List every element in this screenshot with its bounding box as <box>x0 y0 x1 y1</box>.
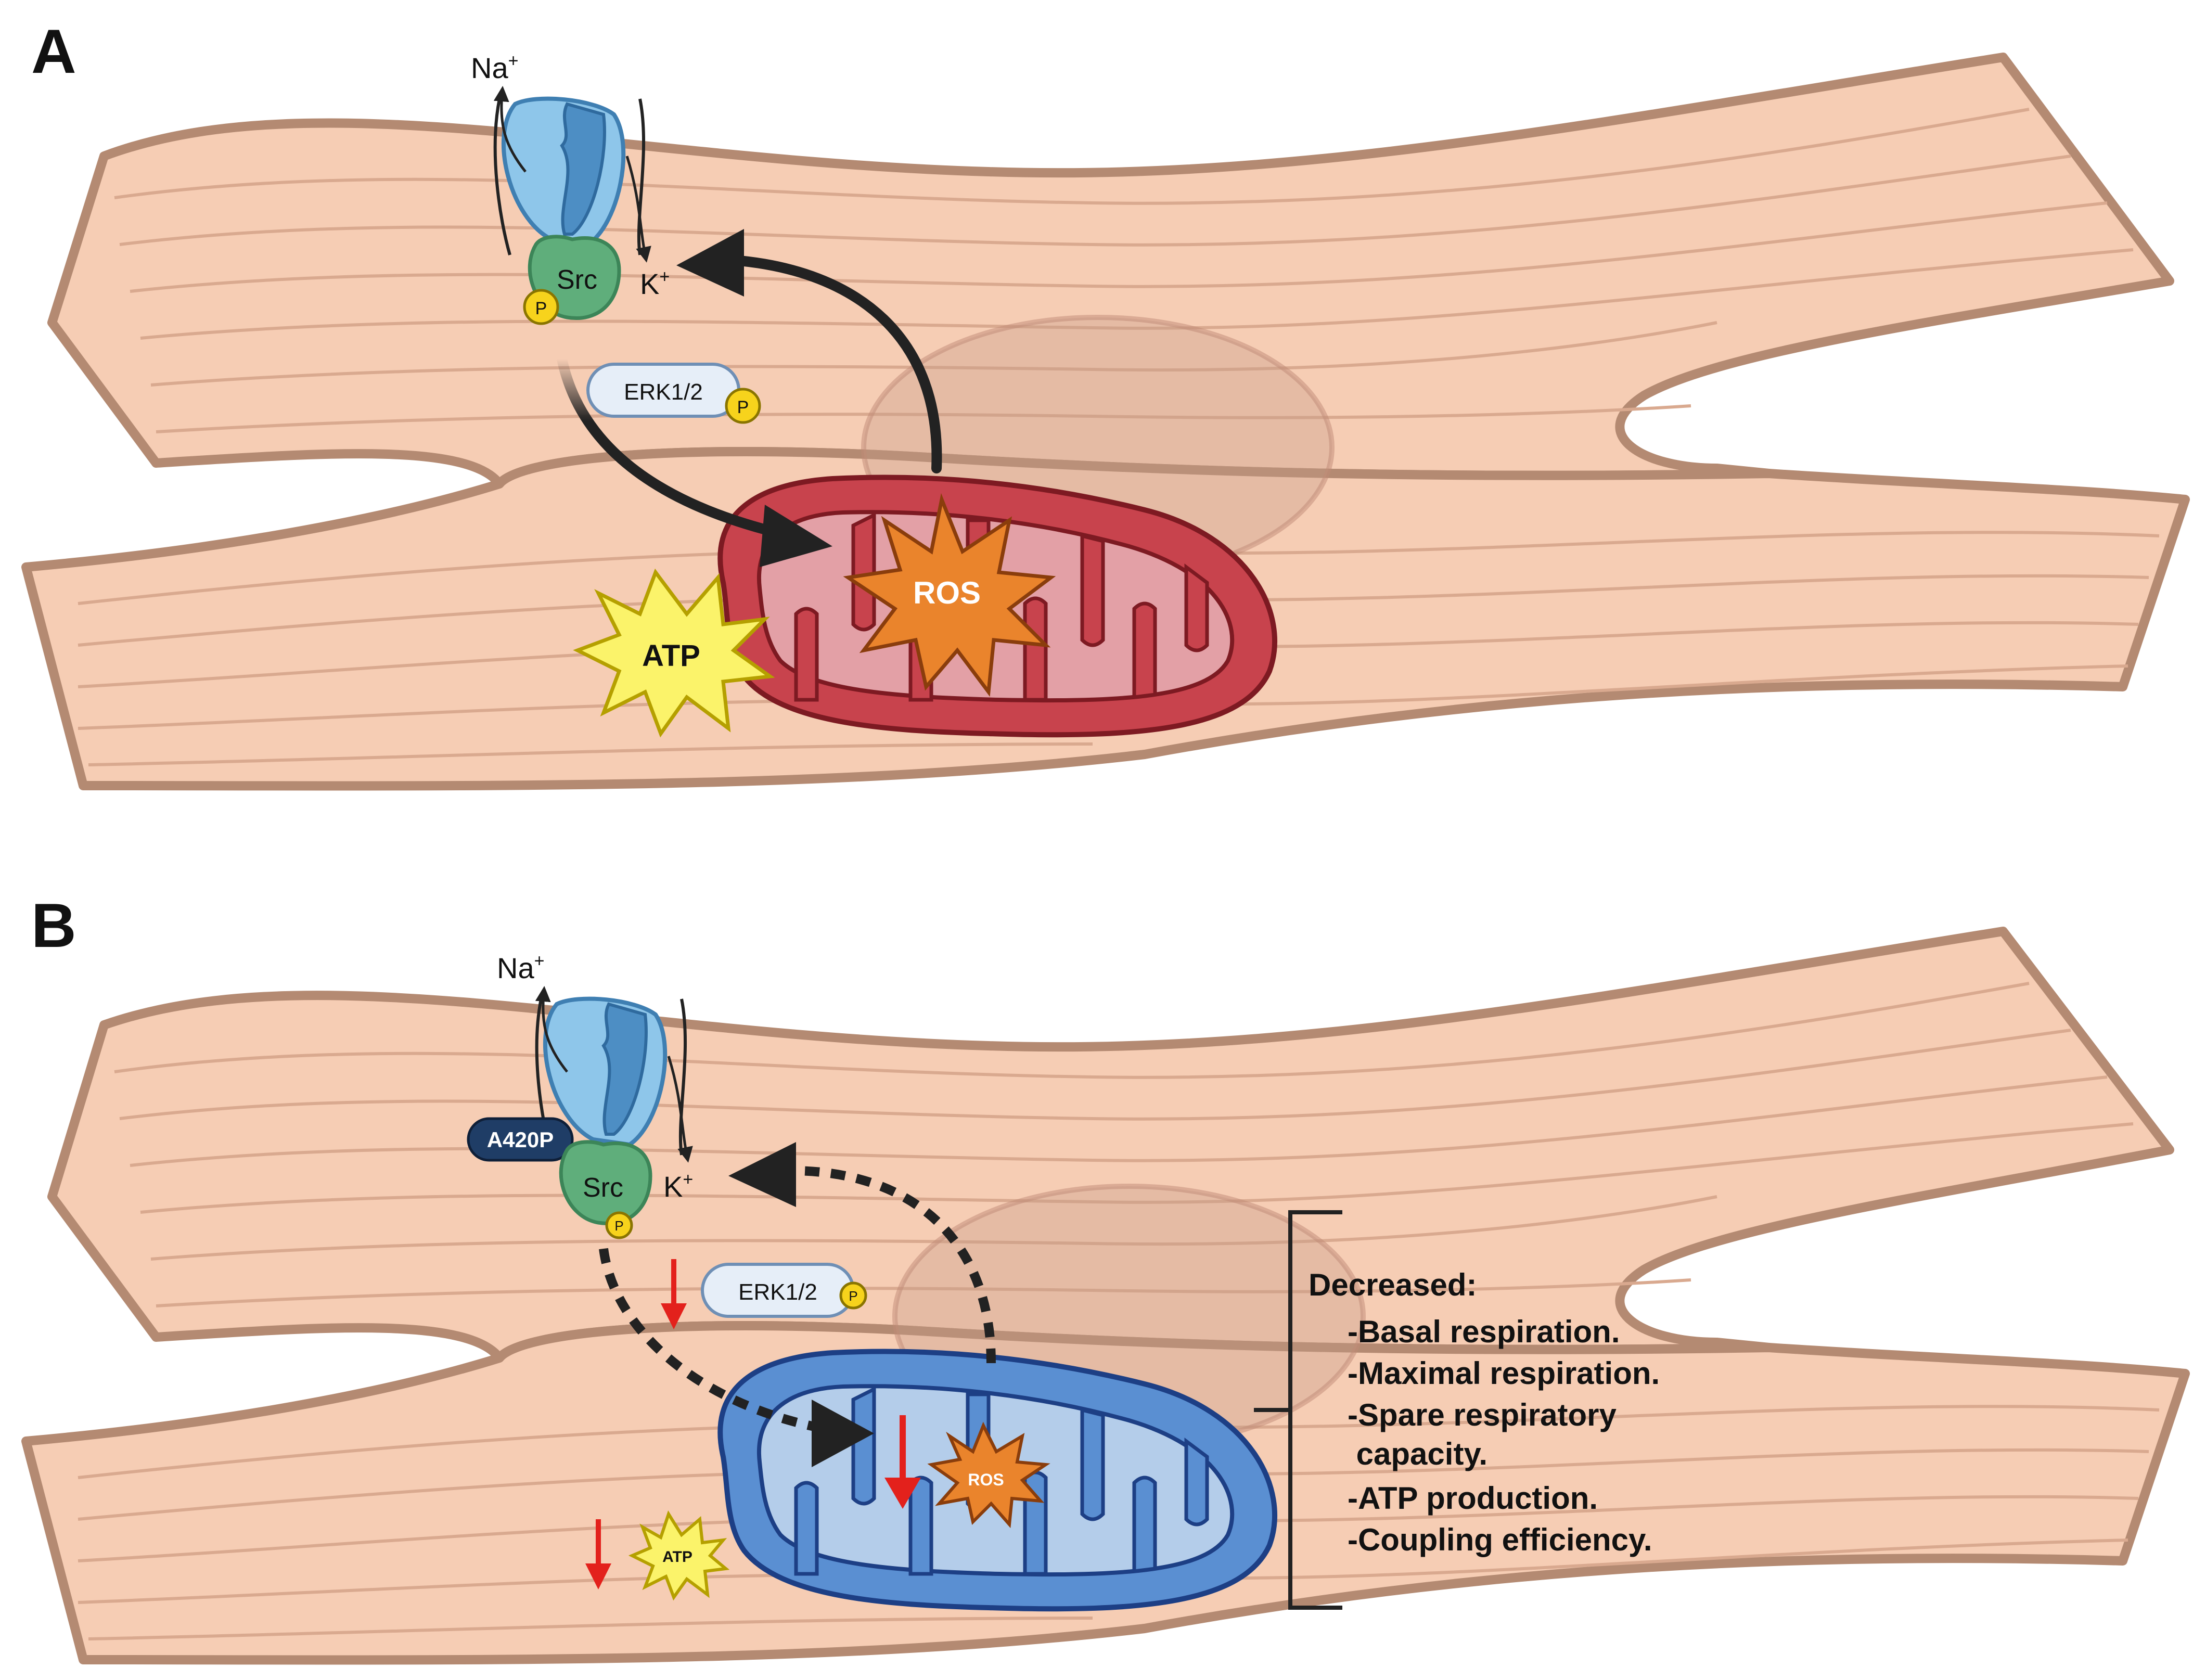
panel-a-src-to-mito-arrow <box>557 354 796 541</box>
panel-b-mutation-badge <box>467 1117 574 1162</box>
panel-a-ros-to-pump-arrow <box>728 255 942 473</box>
panel-a-erk-label: ERK1/2 <box>624 379 703 405</box>
panel-b-membrane-right <box>678 998 687 1156</box>
panel-a-label: A <box>31 17 76 86</box>
panel-b-atp-label: ATP <box>662 1548 692 1566</box>
panel-b-label: B <box>31 891 76 960</box>
panel-b-effects-bracket <box>1254 1210 1342 1610</box>
panel-a-atp-burst <box>573 568 775 738</box>
panel-a-src-phospho <box>523 289 559 325</box>
panel-a-atp-label: ATP <box>642 639 700 673</box>
panel-a-na-arrow <box>493 86 527 173</box>
panel-b-erk-label: ERK1/2 <box>738 1279 817 1305</box>
panel-b-mutation-label: A420P <box>487 1127 554 1152</box>
panel-b-ros-burst <box>927 1421 1050 1529</box>
panel-b-na-arrow <box>535 986 568 1073</box>
panel-b-atp-burst <box>628 1510 730 1601</box>
panel-a-membrane-right <box>637 98 646 255</box>
panel-b-ros-to-pump-arrow <box>790 1166 996 1364</box>
panel-a-erk-phospho-label: P <box>737 397 749 417</box>
panel-b-k-label: K+ <box>663 1170 693 1203</box>
panel-a-src-label: Src <box>557 265 597 295</box>
effect-item: -Basal respiration. <box>1348 1314 1620 1349</box>
panel-a-ros-to-pump-arrowhead <box>676 229 744 297</box>
panel-b-ros-to-pump-arrowhead <box>728 1142 796 1207</box>
panel-b-erk-phospho-label: P <box>849 1288 857 1304</box>
effects-title: Decreased: <box>1309 1267 1477 1302</box>
panel-a-membrane-left <box>493 98 511 255</box>
panel-b-src-to-mito-arrow <box>599 1248 823 1433</box>
panel-b-na-k-pump <box>543 996 668 1147</box>
panel-a-na-k-pump <box>501 96 626 247</box>
panel-b-effects-list: Decreased: -Basal respiration. -Maximal … <box>1309 1267 1660 1557</box>
panel-b-src-phospho <box>605 1211 633 1239</box>
panel-b-src-phospho-label: P <box>614 1218 623 1234</box>
panel-b-ros-label: ROS <box>968 1470 1004 1489</box>
panel-a-src-to-mito-arrowhead <box>760 505 832 567</box>
panel-b-erk-decrease-arrow <box>661 1259 687 1329</box>
panel-a-k-label: K+ <box>640 267 670 300</box>
effect-item: -Spare respiratory <box>1348 1397 1617 1432</box>
panel-a-erk-phospho <box>725 388 761 424</box>
panel-b-na-label: Na+ <box>497 951 544 984</box>
panel-a-k-arrow <box>625 156 651 263</box>
effect-item: -Maximal respiration. <box>1348 1356 1660 1391</box>
effect-item: capacity. <box>1348 1437 1487 1471</box>
panel-b-atp-decrease-arrow <box>585 1519 611 1589</box>
panel-a-ros-burst <box>843 493 1056 697</box>
panel-b-src-label: Src <box>583 1173 623 1203</box>
panel-a: A Na+ <box>21 17 2190 791</box>
panel-b-ros-decrease-arrow <box>884 1415 921 1509</box>
panel-a-src-phospho-label: P <box>535 299 547 318</box>
effect-item: -ATP production. <box>1348 1481 1598 1516</box>
panel-a-na-label: Na+ <box>471 51 518 84</box>
panel-a-ros-label: ROS <box>913 575 981 610</box>
panel-b-k-arrow <box>667 1056 693 1163</box>
effect-item: -Coupling efficiency. <box>1348 1522 1652 1557</box>
panel-b-src <box>559 1140 652 1225</box>
panel-b-erk-phospho <box>839 1281 867 1310</box>
panel-b: B Na+ K+ <box>21 891 2190 1665</box>
panel-b-src-to-mito-arrowhead <box>812 1400 874 1467</box>
